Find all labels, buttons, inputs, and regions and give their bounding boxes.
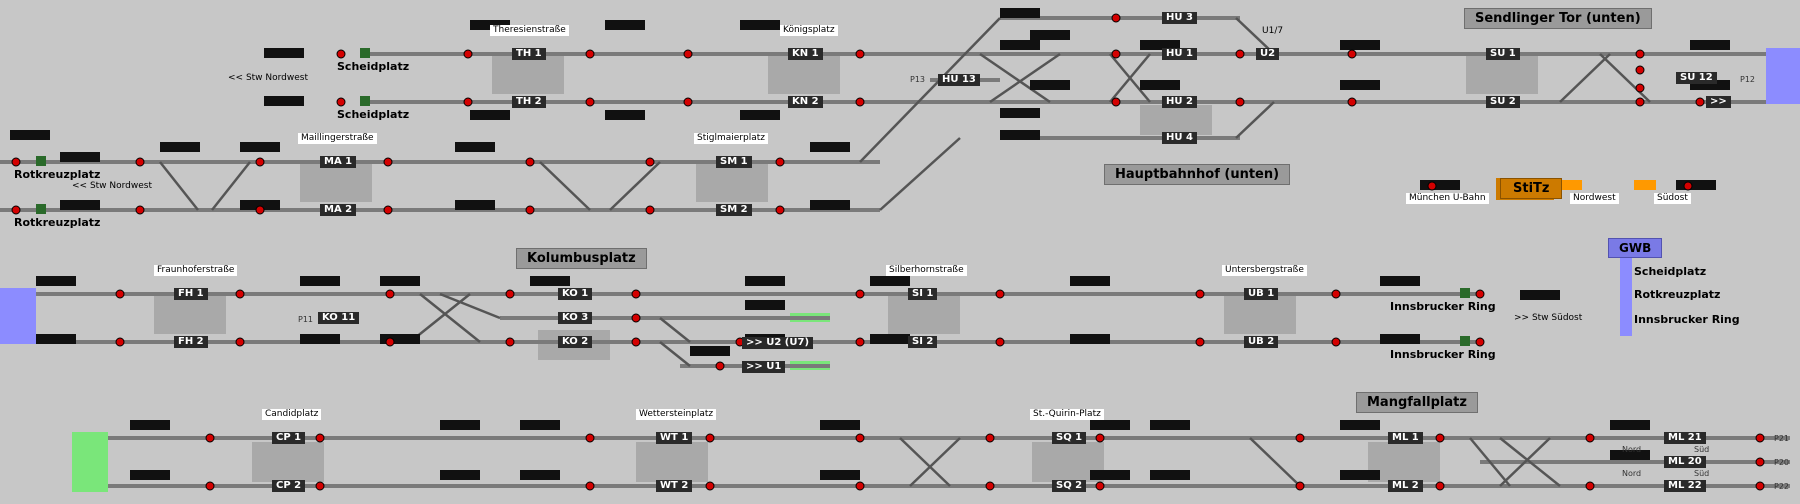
track-th2[interactable]: TH 2 <box>512 96 546 108</box>
track-hu13[interactable]: HU 13 <box>938 74 980 86</box>
place-scheidplatz-1[interactable]: Scheidplatz <box>337 60 410 73</box>
track-hu3[interactable]: HU 3 <box>1162 12 1197 24</box>
track-si1[interactable]: SI 1 <box>908 288 938 300</box>
link-stw-nordwest-2[interactable]: << Stw Nordwest <box>72 181 153 191</box>
gwb-item-rotkreuzplatz[interactable]: Rotkreuzplatz <box>1634 288 1721 301</box>
station-fraunhoferstrasse: Fraunhoferstraße <box>154 265 238 276</box>
link-stw-suedost[interactable]: >> Stw Südost <box>1514 313 1583 323</box>
track-kn1[interactable]: KN 1 <box>788 48 823 60</box>
track-su12[interactable]: SU 12 <box>1676 72 1717 84</box>
label-sued-1: Süd <box>1694 445 1710 454</box>
green-signals <box>36 48 1470 346</box>
signal-panels <box>10 8 1730 480</box>
region-kolumbusplatz[interactable]: Kolumbusplatz <box>516 248 647 269</box>
track-si2[interactable]: SI 2 <box>908 336 938 348</box>
track-hu4[interactable]: HU 4 <box>1162 132 1197 144</box>
track-su2[interactable]: SU 2 <box>1486 96 1520 108</box>
region-sendlinger-tor[interactable]: Sendlinger Tor (unten) <box>1464 8 1652 29</box>
track-p21: P21 <box>1774 434 1790 443</box>
track-ko11[interactable]: KO 11 <box>318 312 360 324</box>
link-arrow[interactable]: >> <box>1706 96 1731 108</box>
track-fh2[interactable]: FH 2 <box>174 336 208 348</box>
track-fh1[interactable]: FH 1 <box>174 288 208 300</box>
track-ko3[interactable]: KO 3 <box>558 312 593 324</box>
track-th1[interactable]: TH 1 <box>512 48 546 60</box>
track-ko2[interactable]: KO 2 <box>558 336 593 348</box>
link-u2-u7[interactable]: >> U2 (U7) <box>742 337 814 349</box>
track-cp2[interactable]: CP 2 <box>272 480 306 492</box>
track-p12: P12 <box>1740 75 1756 84</box>
gwb-item-scheidplatz[interactable]: Scheidplatz <box>1634 265 1707 278</box>
place-innsbrucker-ring-1[interactable]: Innsbrucker Ring <box>1390 300 1496 313</box>
track-ma2[interactable]: MA 2 <box>320 204 357 216</box>
station-silberhornstrasse: Silberhornstraße <box>886 265 967 276</box>
link-stw-nordwest-1[interactable]: << Stw Nordwest <box>228 73 309 83</box>
station-st-quirin-platz: St.-Quirin-Platz <box>1030 409 1104 420</box>
track-sm2[interactable]: SM 2 <box>716 204 752 216</box>
track-ko1[interactable]: KO 1 <box>558 288 593 300</box>
track-ub1[interactable]: UB 1 <box>1244 288 1279 300</box>
track-ml21[interactable]: ML 21 <box>1664 432 1706 444</box>
place-rotkreuzplatz-1[interactable]: Rotkreuzplatz <box>14 168 101 181</box>
signals <box>11 13 1765 491</box>
track-u2[interactable]: U2 <box>1256 48 1280 60</box>
station-stiglmaierplatz: Stiglmaierplatz <box>694 133 768 144</box>
track-cp1[interactable]: CP 1 <box>272 432 306 444</box>
region-mangfallplatz[interactable]: Mangfallplatz <box>1356 392 1478 413</box>
track-ml22[interactable]: ML 22 <box>1664 480 1706 492</box>
gwb-title[interactable]: GWB <box>1608 238 1663 258</box>
label-sued-2: Süd <box>1694 469 1710 478</box>
track-sq1[interactable]: SQ 1 <box>1052 432 1087 444</box>
station-theresienstrasse: Theresienstraße <box>490 25 569 36</box>
track-p22: P22 <box>1774 482 1790 491</box>
stitz-mid: Nordwest <box>1570 193 1619 204</box>
track-sq2[interactable]: SQ 2 <box>1052 480 1087 492</box>
track-sm1[interactable]: SM 1 <box>716 156 752 168</box>
stitz-left: München U-Bahn <box>1406 193 1489 204</box>
gwb-item-innsbrucker-ring[interactable]: Innsbrucker Ring <box>1634 313 1740 326</box>
stitz-title[interactable]: StiTz <box>1500 178 1563 199</box>
station-candidplatz: Candidplatz <box>262 409 322 420</box>
track-hu2[interactable]: HU 2 <box>1162 96 1197 108</box>
track-ml1[interactable]: ML 1 <box>1388 432 1423 444</box>
link-u1[interactable]: >> U1 <box>742 361 786 373</box>
region-hauptbahnhof[interactable]: Hauptbahnhof (unten) <box>1104 164 1291 185</box>
track-p11: P11 <box>298 315 314 324</box>
track-wt1[interactable]: WT 1 <box>656 432 693 444</box>
label-nord-2: Nord <box>1622 469 1642 478</box>
station-maillingerstrasse: Maillingerstraße <box>298 133 377 144</box>
track-u17: U1/7 <box>1262 26 1284 36</box>
track-kn2[interactable]: KN 2 <box>788 96 823 108</box>
stitz-right: Südost <box>1654 193 1691 204</box>
track-p13: P13 <box>910 75 926 84</box>
track-su1[interactable]: SU 1 <box>1486 48 1520 60</box>
place-innsbrucker-ring-2[interactable]: Innsbrucker Ring <box>1390 348 1496 361</box>
track-ma1[interactable]: MA 1 <box>320 156 357 168</box>
track-wt2[interactable]: WT 2 <box>656 480 693 492</box>
track-ub2[interactable]: UB 2 <box>1244 336 1279 348</box>
label-nord-1: Nord <box>1622 445 1642 454</box>
place-rotkreuzplatz-2[interactable]: Rotkreuzplatz <box>14 216 101 229</box>
station-wettersteinplatz: Wettersteinplatz <box>636 409 717 420</box>
track-ml2[interactable]: ML 2 <box>1388 480 1423 492</box>
track-hu1[interactable]: HU 1 <box>1162 48 1197 60</box>
switch-diagonals <box>159 17 1651 487</box>
track-ml20[interactable]: ML 20 <box>1664 456 1706 468</box>
station-untersbergstrasse: Untersbergstraße <box>1222 265 1307 276</box>
place-scheidplatz-2[interactable]: Scheidplatz <box>337 108 410 121</box>
track-p20: P20 <box>1774 458 1790 467</box>
station-koenigsplatz: Königsplatz <box>780 25 838 36</box>
